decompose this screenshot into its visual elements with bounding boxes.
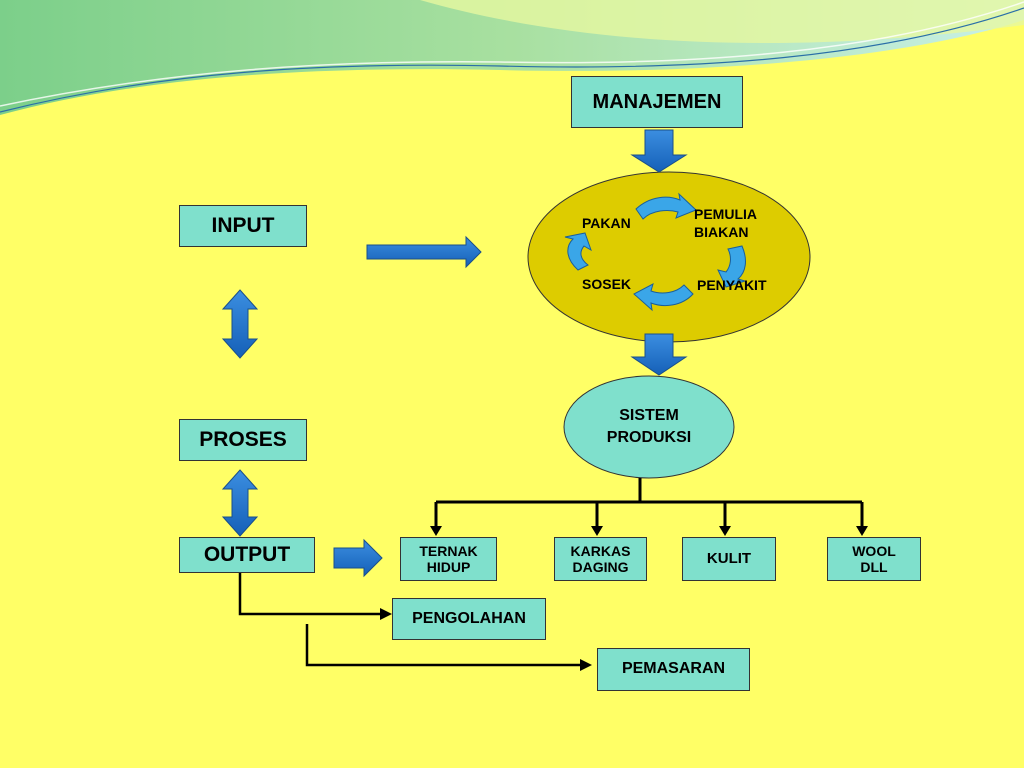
product-ternak-hidup-box: TERNAK HIDUP (400, 537, 497, 581)
product-line2: DLL (860, 559, 888, 575)
output-box: OUTPUT (179, 537, 315, 573)
header-swoosh (0, 0, 1024, 115)
tree-connectors (434, 478, 864, 528)
pengolahan-box: PENGOLAHAN (392, 598, 546, 640)
product-line1: KARKAS (570, 542, 631, 559)
manajemen-box: MANAJEMEN (571, 76, 743, 128)
output-connectors (238, 572, 582, 667)
sistem-line2: PRODUKSI (606, 428, 692, 446)
product-line2: HIDUP (426, 559, 471, 575)
down-arrow-icon (630, 129, 688, 173)
proses-box: PROSES (179, 419, 307, 461)
double-arrow-icon (221, 469, 259, 537)
cycle-label-line: BIAKAN (694, 223, 749, 240)
sistem-produksi-ellipse (563, 375, 735, 479)
curved-arrow-icon (717, 245, 747, 288)
curved-arrow-icon (564, 232, 592, 271)
cycle-arrows (564, 192, 747, 312)
product-line1: WOOL (852, 542, 896, 559)
product-line1: KULIT (706, 550, 752, 568)
sistem-line1: SISTEM (619, 407, 679, 424)
cycle-label-pakan: PAKAN (582, 215, 631, 231)
right-arrow-icon (333, 538, 383, 578)
right-arrow-icon (366, 235, 482, 269)
product-line2: DAGING (572, 559, 629, 575)
product-kulit-box: KULIT (682, 537, 776, 581)
double-arrow-icon (221, 289, 259, 359)
cycle-label-pemulia-biakan: PEMULIA BIAKAN (694, 206, 757, 241)
product-line1: TERNAK (419, 542, 478, 559)
curved-arrow-icon (635, 192, 697, 220)
sistem-produksi-label: SISTEM PRODUKSI (574, 405, 724, 448)
input-box: INPUT (179, 205, 307, 247)
output-arrowheads (380, 608, 592, 671)
cycle-label-line: PEMULIA (694, 206, 757, 222)
cycle-label-penyakit: PENYAKIT (697, 277, 767, 293)
down-arrow-icon (630, 333, 688, 376)
curved-arrow-icon (633, 283, 694, 312)
tree-arrowheads (430, 526, 868, 536)
product-karkas-daging-box: KARKAS DAGING (554, 537, 647, 581)
pemasaran-box: PEMASARAN (597, 648, 750, 691)
cycle-label-sosek: SOSEK (582, 276, 632, 292)
product-wool-dll-box: WOOL DLL (827, 537, 921, 581)
